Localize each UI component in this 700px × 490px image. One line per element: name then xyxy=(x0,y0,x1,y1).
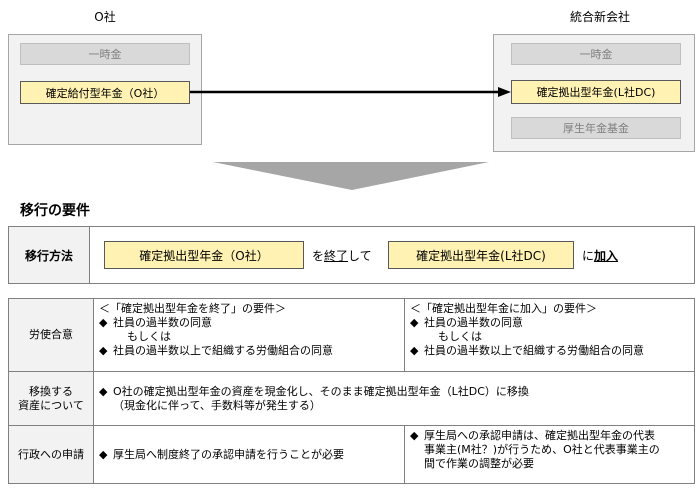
bullet-text: 社員の過半数の同意 xyxy=(424,316,523,329)
right-lump-sum-box: 一時金 xyxy=(511,43,681,65)
assets-line1: ◆ O社の確定拠出型年金の資産を現金化し、そのまま確定拠出型年金（L社DC）に移換 xyxy=(99,385,689,399)
labor-end-b2: ◆ 社員の過半数以上で組織する労働組合の同意 xyxy=(99,344,399,358)
connector-end: 終了 xyxy=(324,249,349,263)
requirements-table: 労使合意 ＜「確定拠出型年金を終了」の要件＞ ◆ 社員の過半数の同意 もしくは ◆… xyxy=(8,298,695,484)
labor-join-title: ＜「確定拠出型年金に加入」の要件＞ xyxy=(410,302,597,315)
row-head-labor: 労使合意 xyxy=(8,298,94,372)
left-company-label: O社 xyxy=(94,10,116,24)
transfer-arrows xyxy=(190,87,511,190)
admin-end-cell: ◆ 厚生局へ制度終了の承認申請を行うことが必要 xyxy=(93,425,405,484)
left-lump-sum-box: 一時金 xyxy=(20,43,190,65)
labor-end-cell: ＜「確定拠出型年金を終了」の要件＞ ◆ 社員の過半数の同意 もしくは ◆ 社員の過半… xyxy=(93,298,405,372)
assets-cell: ◆ O社の確定拠出型年金の資産を現金化し、そのまま確定拠出型年金（L社DC）に移換… xyxy=(93,371,695,426)
assets-head-line2: 資産について xyxy=(18,398,84,412)
labor-end-title: ＜「確定拠出型年金を終了」の要件＞ xyxy=(99,302,286,315)
row-head-assets: 移換する 資産について xyxy=(8,371,94,426)
bullet-mark: ◆ xyxy=(410,429,419,442)
admin-end-b1: ◆ 厚生局へ制度終了の承認申請を行うことが必要 xyxy=(99,448,399,462)
bullet-text: 社員の過半数以上で組織する労働組合の同意 xyxy=(424,344,644,357)
labor-end-or: もしくは xyxy=(127,330,171,343)
section-title: 移行の要件 xyxy=(20,203,90,219)
left-db-plan-box: 確定給付型年金（O社） xyxy=(20,81,190,104)
method-connector: を終了して xyxy=(312,247,372,264)
method-label: 移行方法 xyxy=(8,226,90,284)
bullet-mark: ◆ xyxy=(410,344,419,357)
bullet-text: 厚生局への承認申請は、確定拠出型年金の代表 xyxy=(424,429,655,442)
bullet-text: 社員の過半数の同意 xyxy=(113,316,212,329)
labor-join-or: もしくは xyxy=(438,330,482,343)
admin-join-b1: ◆ 厚生局への承認申請は、確定拠出型年金の代表 xyxy=(410,429,689,443)
admin-join-line3: 間で作業の調整が必要 xyxy=(424,457,534,470)
method-box-dc-o: 確定拠出型年金（O社） xyxy=(104,241,304,269)
right-dc-plan-box: 確定拠出型年金(L社DC) xyxy=(511,80,681,104)
table-row: 移換する 資産について ◆ O社の確定拠出型年金の資産を現金化し、そのまま確定拠出… xyxy=(8,371,695,426)
bullet-mark: ◆ xyxy=(99,344,108,357)
connector-pre: を xyxy=(312,249,325,263)
assets-head-line1: 移換する xyxy=(29,384,73,398)
bullet-text: O社の確定拠出型年金の資産を現金化し、そのまま確定拠出型年金（L社DC）に移換 xyxy=(113,384,529,398)
admin-join-line2: 事業主(M社？)が行うため、O社と代表事業主の xyxy=(424,443,660,456)
bullet-mark: ◆ xyxy=(410,316,419,329)
bullet-mark: ◆ xyxy=(99,316,108,329)
bullet-text: 社員の過半数以上で組織する労働組合の同意 xyxy=(113,344,333,357)
row-head-admin: 行政への申請 xyxy=(8,425,94,484)
admin-join-cell: ◆ 厚生局への承認申請は、確定拠出型年金の代表 事業主(M社？)が行うため、O社と… xyxy=(404,425,695,484)
tail-pre: に xyxy=(582,249,595,263)
labor-join-b2: ◆ 社員の過半数以上で組織する労働組合の同意 xyxy=(410,344,689,358)
assets-line2: （現金化に伴って、手数料等が発生する） xyxy=(113,398,321,412)
table-row: 行政への申請 ◆ 厚生局へ制度終了の承認申請を行うことが必要 ◆ 厚生局への承認申請… xyxy=(8,425,695,484)
labor-join-b1: ◆ 社員の過半数の同意 xyxy=(410,316,689,330)
tail-join: 加入 xyxy=(594,249,619,263)
table-row: 労使合意 ＜「確定拠出型年金を終了」の要件＞ ◆ 社員の過半数の同意 もしくは ◆… xyxy=(8,298,695,372)
labor-end-b1: ◆ 社員の過半数の同意 xyxy=(99,316,399,330)
down-chevron-arrow xyxy=(213,162,489,190)
right-company-label: 統合新会社 xyxy=(569,10,630,24)
connector-post: して xyxy=(348,249,372,263)
bullet-text: 厚生局へ制度終了の承認申請を行うことが必要 xyxy=(113,447,344,461)
bullet-mark: ◆ xyxy=(99,447,108,461)
transfer-arrowhead xyxy=(498,87,511,97)
bullet-mark: ◆ xyxy=(99,384,108,398)
labor-join-cell: ＜「確定拠出型年金に加入」の要件＞ ◆ 社員の過半数の同意 もしくは ◆ 社員の過半… xyxy=(404,298,695,372)
method-box-dc-l: 確定拠出型年金(L社DC) xyxy=(388,241,574,269)
method-tail: に加入 xyxy=(582,247,618,264)
right-pension-fund-box: 厚生年金基金 xyxy=(511,117,681,139)
